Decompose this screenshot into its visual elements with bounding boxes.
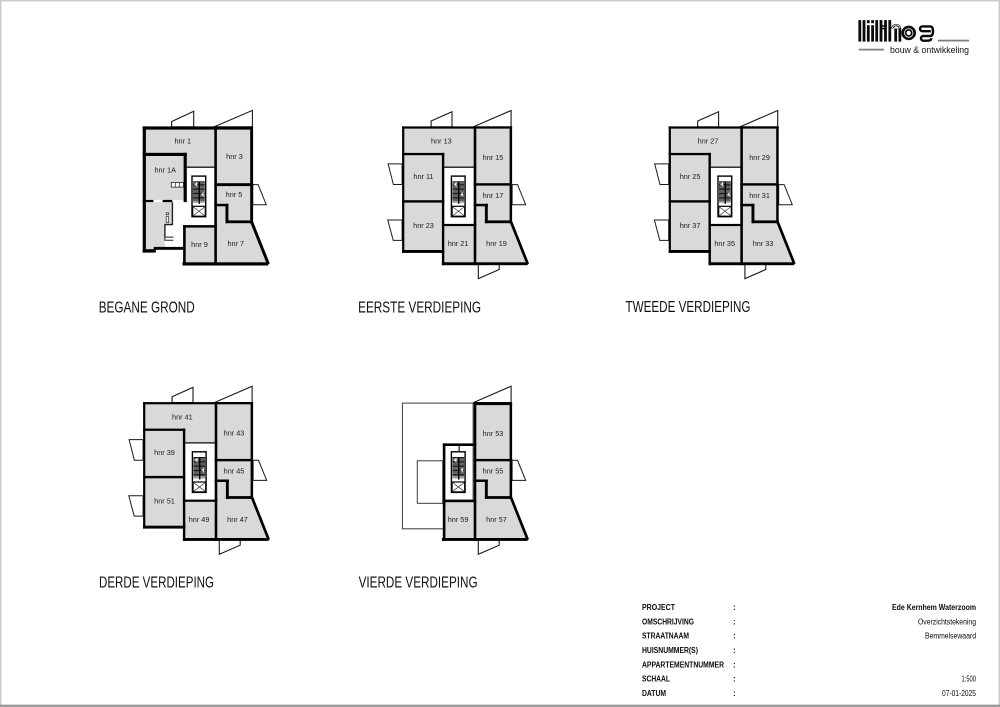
svg-text:VIERDE VERDIEPING: VIERDE VERDIEPING [359,574,478,591]
svg-text::: : [733,675,736,684]
svg-text:hnr 15: hnr 15 [483,153,504,162]
svg-text:hnr 5: hnr 5 [226,190,243,199]
svg-text:hnr 3: hnr 3 [226,152,243,161]
svg-text:SCHAAL: SCHAAL [642,675,670,684]
svg-text:hnr 13: hnr 13 [431,137,452,146]
svg-text:DERDE VERDIEPING: DERDE VERDIEPING [99,574,214,591]
svg-text:OMSCHRIJVING: OMSCHRIJVING [642,617,694,626]
svg-text:hnr 59: hnr 59 [448,515,469,524]
svg-text::: : [733,632,736,641]
svg-text:Bemmelsewaard: Bemmelsewaard [925,632,976,641]
svg-text:hnr 27: hnr 27 [698,137,719,146]
svg-text:Overzichtstekening: Overzichtstekening [918,617,976,626]
svg-text:hnr 11: hnr 11 [413,172,433,181]
svg-text:hnr 1A: hnr 1A [154,166,176,175]
svg-text:DATUM: DATUM [642,689,666,698]
svg-text:hnr 49: hnr 49 [189,515,210,524]
svg-text:hnr 57: hnr 57 [486,515,507,524]
svg-text:bouw & ontwikkeling: bouw & ontwikkeling [890,45,969,55]
svg-text:PROJECT: PROJECT [642,603,675,612]
svg-text:BEGANE GROND: BEGANE GROND [99,300,195,317]
svg-text:hnr 53: hnr 53 [483,429,504,438]
svg-text::: : [733,689,736,698]
svg-text:hnr 55: hnr 55 [483,467,504,476]
svg-text:EERSTE VERDIEPING: EERSTE VERDIEPING [358,300,481,317]
svg-text:STRAATNAAM: STRAATNAAM [642,632,689,641]
svg-text:hnr 17: hnr 17 [483,191,504,200]
svg-text:hnr 19: hnr 19 [486,239,507,248]
svg-text:hnr 31: hnr 31 [749,191,770,200]
svg-text:hnr 23: hnr 23 [413,221,434,230]
svg-text:hnr 33: hnr 33 [753,239,774,248]
svg-text:hnr 9: hnr 9 [191,240,208,249]
svg-text:hnr 43: hnr 43 [224,429,245,438]
svg-text:hnr 39: hnr 39 [154,448,175,457]
svg-text::: : [733,617,736,626]
svg-text:hnr 21: hnr 21 [448,239,469,248]
svg-text:hnr 45: hnr 45 [224,467,245,476]
svg-text::: : [733,646,736,655]
svg-text:hnr 35: hnr 35 [714,239,735,248]
svg-text::: : [733,660,736,669]
svg-text:APPARTEMENTNUMMER: APPARTEMENTNUMMER [642,660,724,669]
svg-text:hnr 41: hnr 41 [172,412,193,421]
svg-text:TWEEDE VERDIEPING: TWEEDE VERDIEPING [626,299,751,316]
svg-text:hnr 7: hnr 7 [227,239,244,248]
svg-text:07-01-2025: 07-01-2025 [942,689,976,698]
svg-text:HUISNUMMER(S): HUISNUMMER(S) [642,646,698,655]
svg-text:hnr 1: hnr 1 [174,137,191,146]
svg-text::: : [733,603,736,612]
svg-text:hnr 29: hnr 29 [749,153,770,162]
svg-text:hnr 25: hnr 25 [680,172,701,181]
svg-text:1:500: 1:500 [962,675,977,684]
svg-text:hnr 37: hnr 37 [680,221,701,230]
svg-text:hnr 47: hnr 47 [227,515,248,524]
svg-text:hnr 51: hnr 51 [154,497,175,506]
svg-text:Ede Kernhem Waterzoom: Ede Kernhem Waterzoom [892,603,976,612]
